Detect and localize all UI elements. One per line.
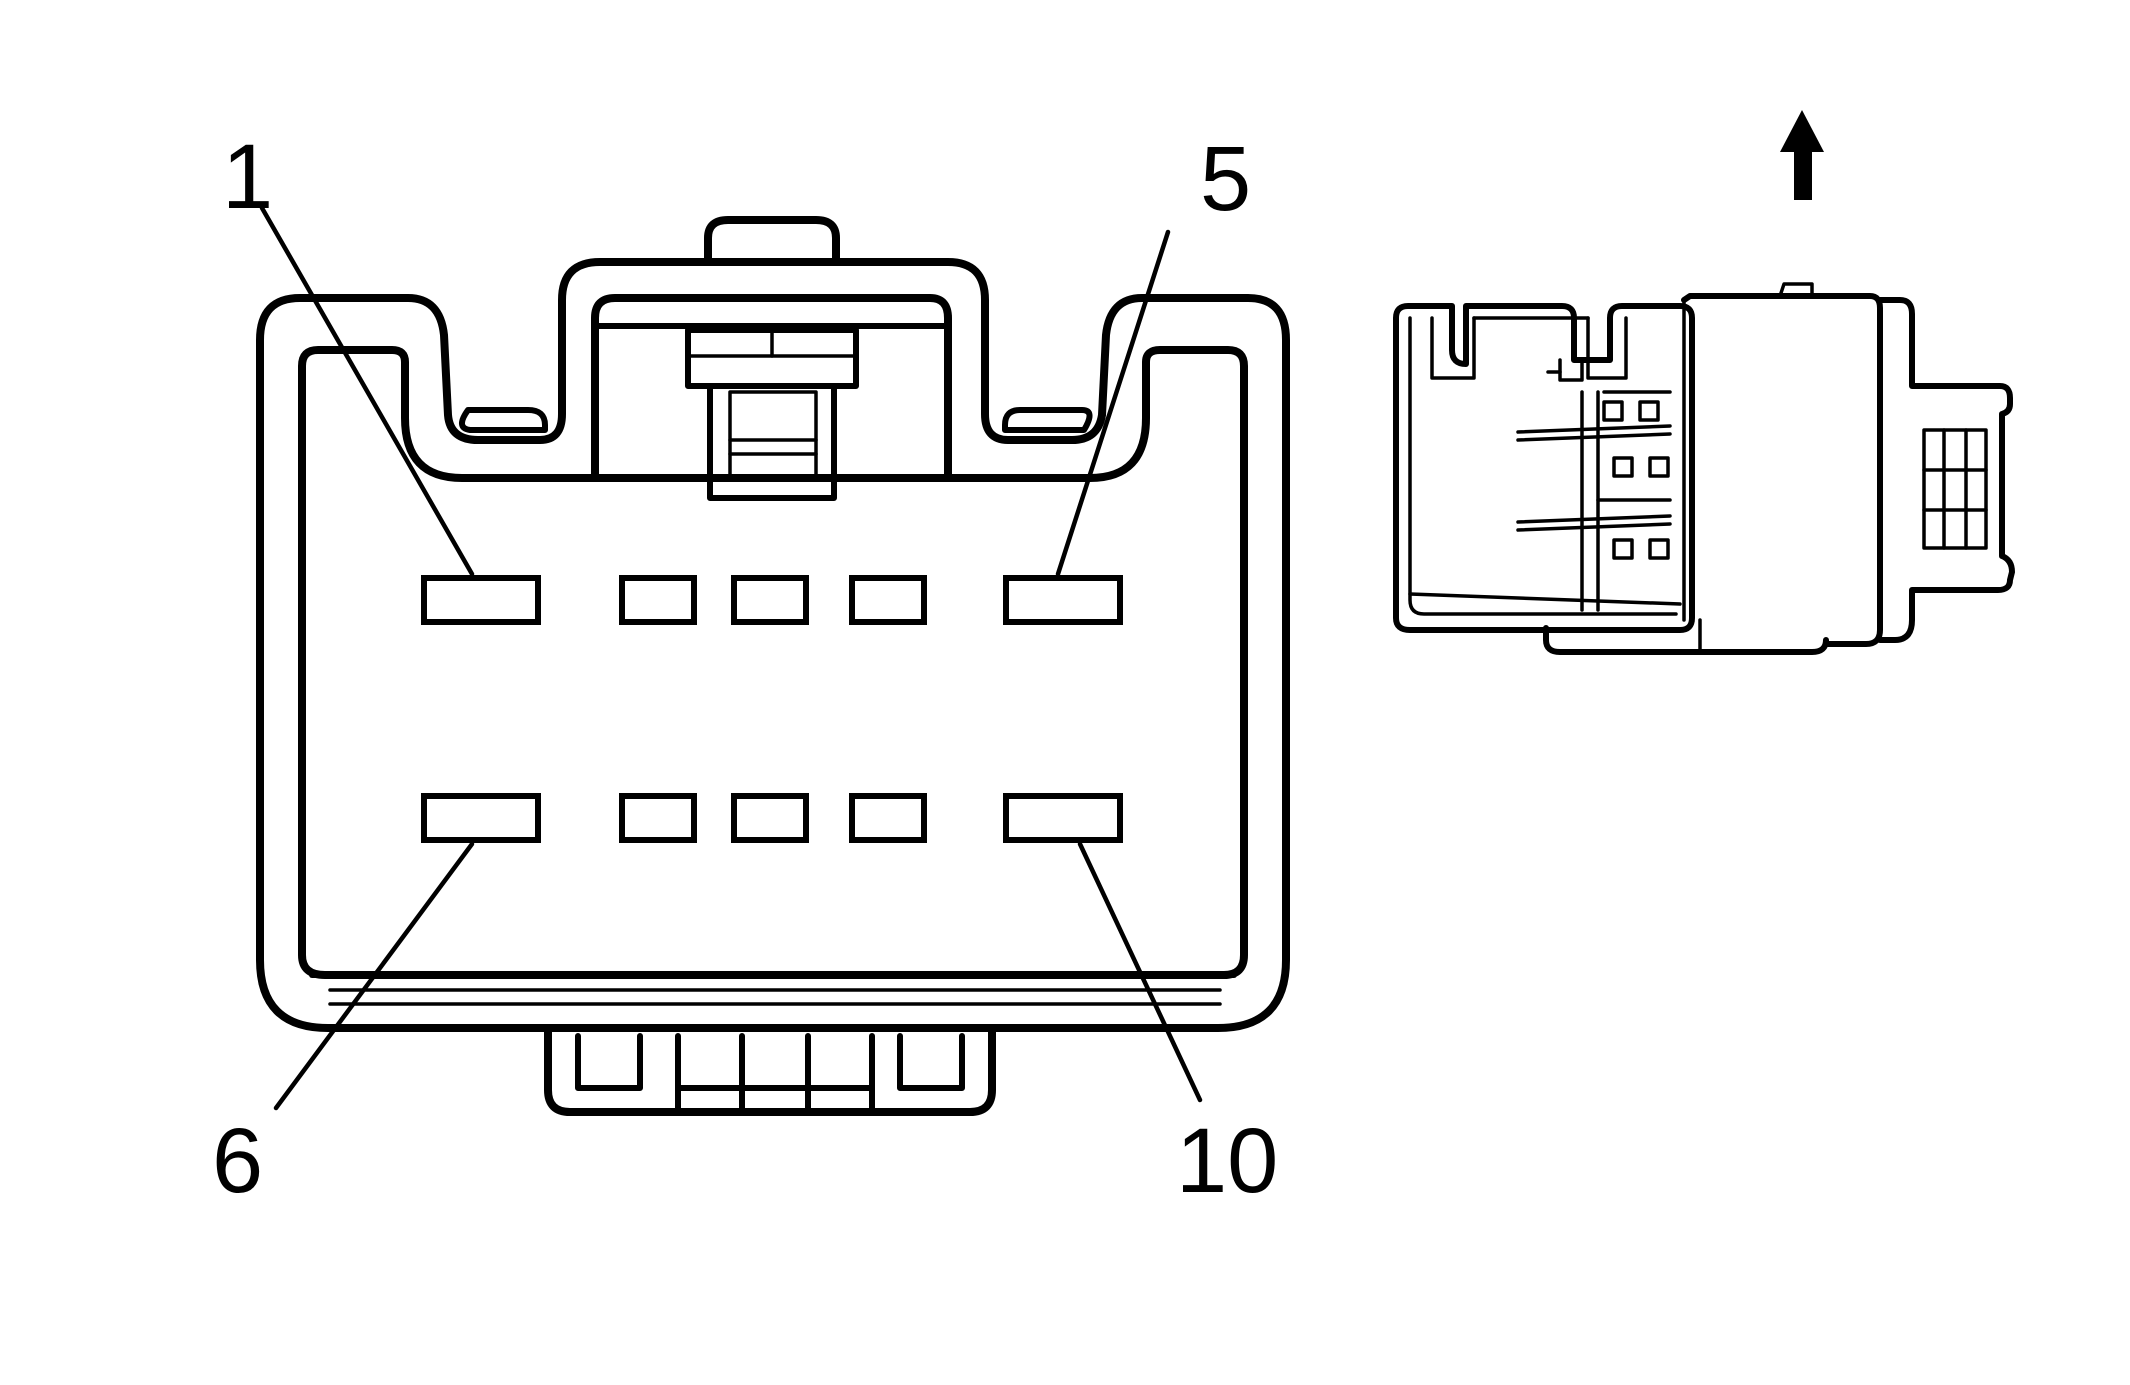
pin-label-5: 5: [1200, 128, 1251, 230]
side-main-body: [1543, 293, 1883, 655]
leader-pin-1: [259, 205, 475, 577]
cavity-pin-6: [421, 793, 541, 843]
latch-lock-window: [728, 390, 818, 482]
side-front-bottom-slope: [1408, 592, 1682, 606]
cavity-pin-10: [1003, 793, 1123, 843]
up-arrow-icon: [1780, 110, 1824, 200]
side-top-tab: [1778, 282, 1814, 298]
cavity-pin-9: [849, 793, 927, 843]
leader-pin-6: [273, 841, 475, 1111]
cavity-pin-3: [731, 575, 809, 625]
right-shoulder: [1002, 407, 1093, 433]
cavity-pin-5: [1003, 575, 1123, 625]
left-shoulder: [459, 407, 548, 433]
side-front-top-notch-right: [1586, 316, 1628, 380]
pin-label-10: 10: [1176, 1110, 1278, 1212]
connector-end-view: 1 5 6 10: [212, 126, 1290, 1212]
cavity-row-bottom: [421, 793, 1123, 843]
cavity-pin-7: [619, 793, 697, 843]
top-latch-tab: [704, 216, 840, 266]
side-front-top-notch-left: [1430, 316, 1476, 380]
connector-side-view: [1393, 282, 2015, 655]
bottom-key-inner: [575, 1033, 643, 1091]
side-rear-extension: [1877, 297, 2015, 643]
cavity-row-top: [421, 575, 1123, 625]
cavity-pin-8: [731, 793, 809, 843]
pin-label-1: 1: [222, 126, 273, 228]
side-front-housing: [1393, 303, 1695, 633]
side-terminals: [1516, 358, 1672, 612]
leader-pin-5: [1055, 229, 1171, 577]
bottom-key-block: [544, 1024, 996, 1116]
housing-inner: [298, 346, 1248, 979]
side-front-inner-wall: [1408, 316, 1678, 616]
pin-label-6: 6: [212, 1110, 263, 1212]
housing-outer: [256, 258, 1290, 1032]
side-rear-window: [1922, 428, 1988, 550]
cavity-pin-2: [619, 575, 697, 625]
bottom-key-inner-right: [897, 1033, 965, 1091]
latch-bracket: [591, 294, 952, 482]
latch-lock-body: [707, 383, 837, 501]
cavity-pin-4: [849, 575, 927, 625]
cavity-pin-1: [421, 575, 541, 625]
leader-pin-10: [1077, 841, 1203, 1103]
